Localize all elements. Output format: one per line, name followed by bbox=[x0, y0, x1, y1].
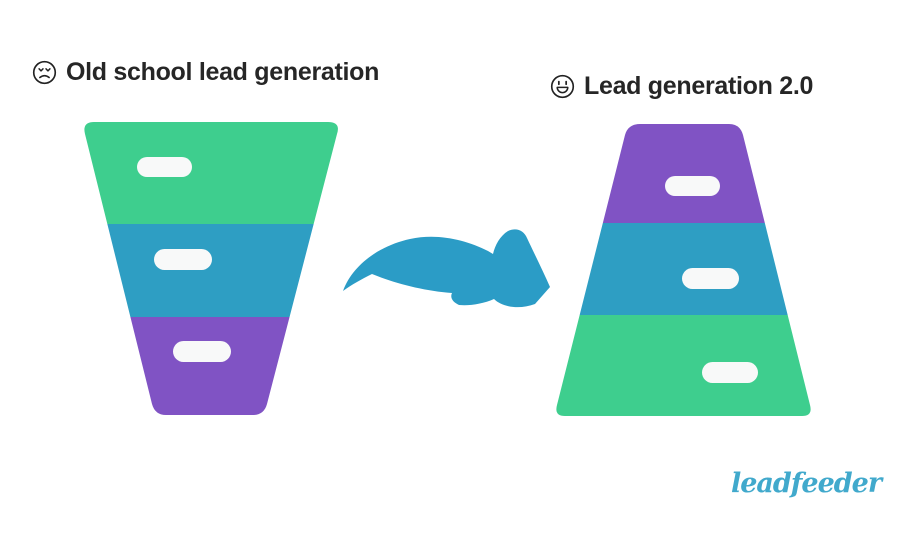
old-funnel-middle-segment bbox=[84, 224, 338, 317]
lead-gen-2-funnel bbox=[556, 124, 811, 416]
lead-gen-2-title: Lead generation 2.0 bbox=[550, 72, 813, 101]
sad-face-icon bbox=[32, 60, 57, 85]
transition-arrow-icon bbox=[343, 229, 550, 308]
placeholder-pill bbox=[173, 341, 231, 362]
placeholder-pill bbox=[682, 268, 739, 289]
leadfeeder-logo: leadfeeder bbox=[731, 468, 882, 499]
old-school-title: Old school lead generation bbox=[32, 58, 379, 87]
lead-gen-2-title-text: Lead generation 2.0 bbox=[584, 72, 814, 100]
old-funnel-top-segment bbox=[84, 122, 338, 224]
happy-face-icon bbox=[550, 74, 575, 99]
old-school-funnel bbox=[84, 122, 338, 415]
placeholder-pill bbox=[154, 249, 212, 270]
new-funnel-middle-segment bbox=[556, 223, 811, 315]
placeholder-pill bbox=[137, 157, 192, 177]
old-funnel-bottom-segment bbox=[84, 317, 338, 415]
new-funnel-top-segment bbox=[556, 124, 811, 223]
placeholder-pill bbox=[665, 176, 720, 196]
old-school-title-text: Old school lead generation bbox=[66, 58, 380, 86]
new-funnel-bottom-segment bbox=[556, 315, 811, 416]
placeholder-pill bbox=[702, 362, 758, 383]
